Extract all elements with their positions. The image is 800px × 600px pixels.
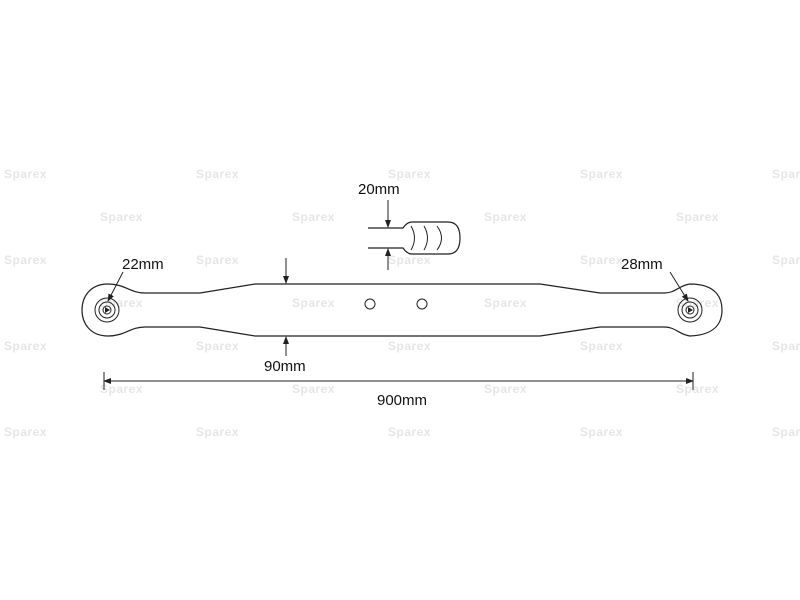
right-ball-leader — [669, 271, 689, 302]
watermark-text: Sparex — [100, 210, 143, 224]
watermark-text: Sparex — [676, 210, 719, 224]
center-hole-right — [416, 298, 428, 310]
watermark-text: Sparex — [292, 382, 335, 396]
watermark-text: Sparex — [196, 167, 239, 181]
watermark-text: Sparex — [292, 210, 335, 224]
watermark-text: Sparex — [196, 425, 239, 439]
watermark-text: Sparex — [196, 253, 239, 267]
watermark-text: Sparex — [292, 296, 335, 310]
watermark-text: Sparex — [580, 425, 623, 439]
watermark-layer: SparexSparexSparexSparexSparexSparexSpar… — [4, 167, 800, 439]
watermark-text: Sparex — [388, 425, 431, 439]
watermark-text: Sparex — [580, 339, 623, 353]
watermark-text: Sparex — [4, 425, 47, 439]
watermark-text: Sparex — [4, 253, 47, 267]
right-ball-label: 28mm — [621, 256, 663, 273]
watermark-text: Sparex — [484, 296, 527, 310]
bar-height-label: 90mm — [264, 358, 306, 375]
watermark-text: Sparex — [388, 167, 431, 181]
left-ball-leader — [107, 271, 124, 302]
watermark-text: Sparex — [196, 339, 239, 353]
watermark-text: Sparex — [580, 167, 623, 181]
top-link-bar — [81, 283, 723, 337]
watermark-text: Sparex — [4, 167, 47, 181]
left-ball-joint — [94, 297, 120, 323]
watermark-text: Sparex — [4, 339, 47, 353]
watermark-text: Sparex — [676, 382, 719, 396]
watermark-text: Sparex — [772, 425, 800, 439]
side-width-label: 20mm — [358, 181, 400, 198]
side-view: 20mm — [358, 181, 461, 270]
watermark-text: Sparex — [100, 382, 143, 396]
watermark-text: Sparex — [484, 210, 527, 224]
center-hole-left — [364, 298, 376, 310]
watermark-text: Sparex — [388, 253, 431, 267]
watermark-text: Sparex — [772, 167, 800, 181]
watermark-text: Sparex — [580, 253, 623, 267]
watermark-text: Sparex — [772, 339, 800, 353]
right-ball-joint — [677, 297, 703, 323]
overall-length-label: 900mm — [377, 392, 427, 409]
watermark-text: Sparex — [388, 339, 431, 353]
left-ball-label: 22mm — [122, 256, 164, 273]
watermark-text: Sparex — [772, 253, 800, 267]
watermark-text: Sparex — [484, 382, 527, 396]
